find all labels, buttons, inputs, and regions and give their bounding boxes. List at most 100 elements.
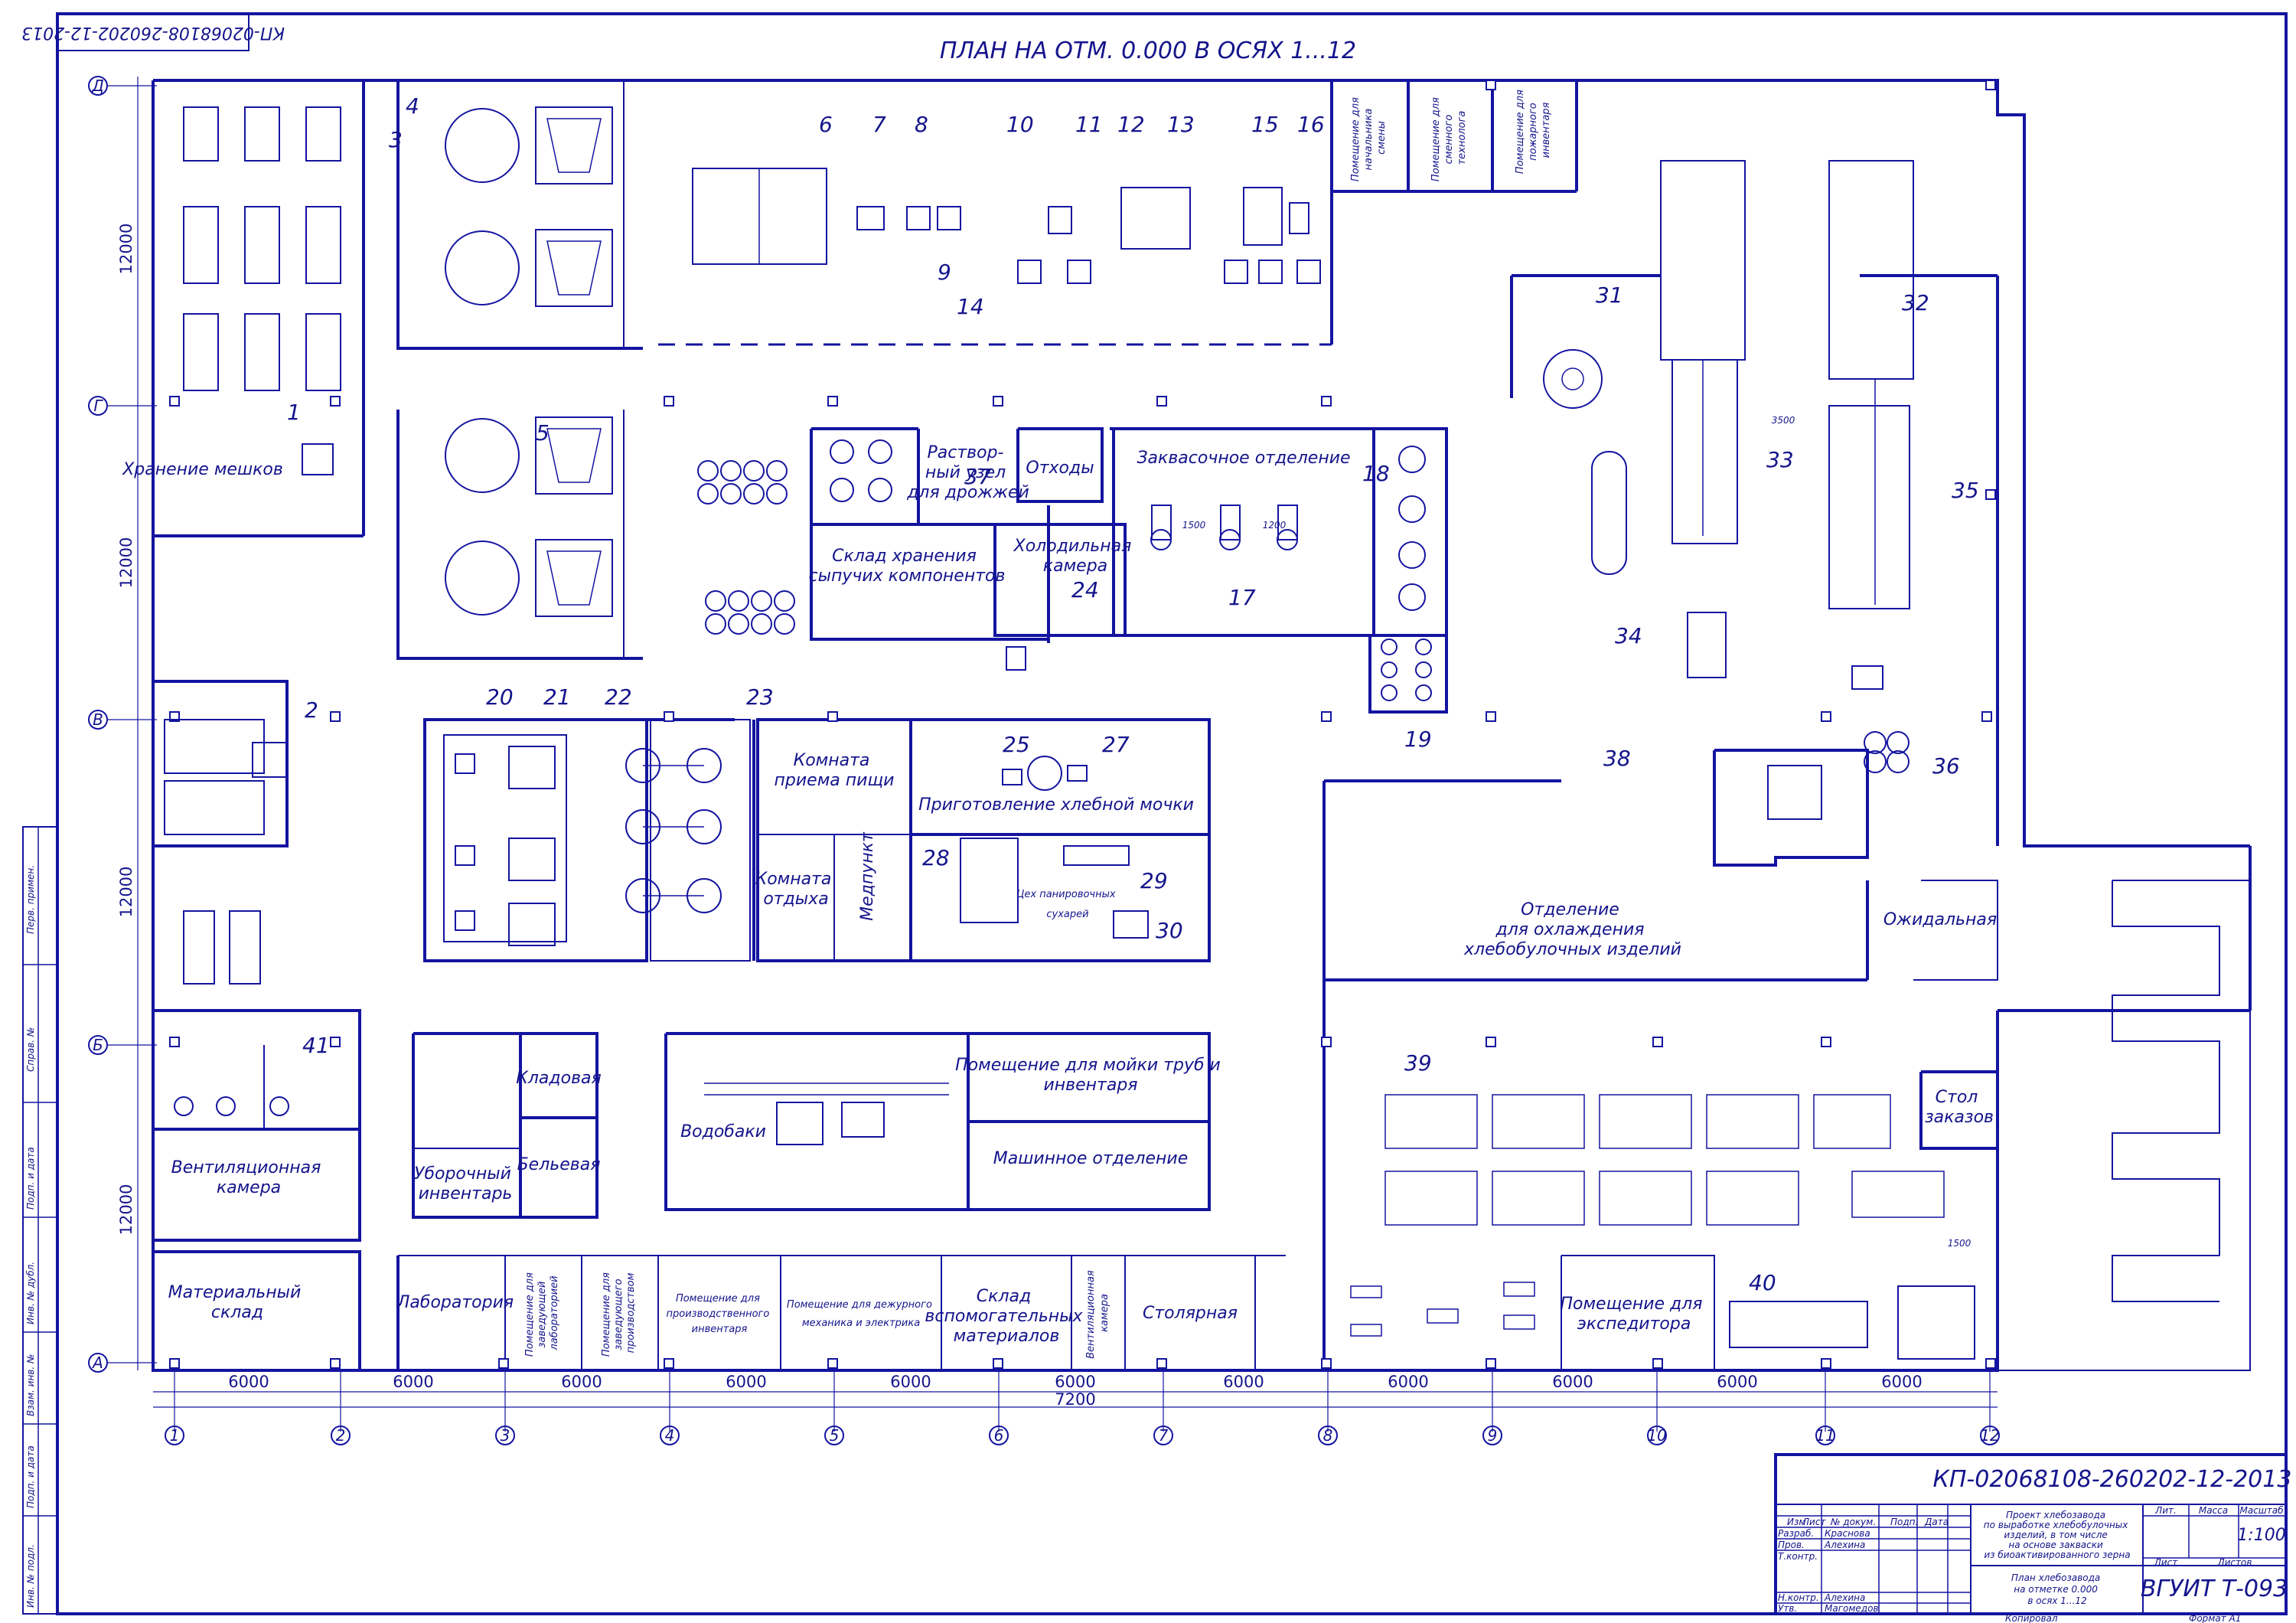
room-line: инвентаря — [1043, 1076, 1137, 1095]
sheet-line: в осях 1...12 — [2027, 1595, 2086, 1606]
dim-bay: 6000 — [1552, 1373, 1593, 1391]
equip-label: 37 — [964, 464, 992, 489]
equip-label: 23 — [746, 684, 774, 710]
axis-label: Д — [91, 77, 104, 95]
starter-fermenters — [1150, 505, 1298, 550]
sheet-line: на отметке 0.000 — [2014, 1584, 2098, 1595]
equip-label: 7 — [872, 112, 886, 137]
axis-label: 2 — [336, 1426, 346, 1445]
equip-label: 40 — [1749, 1270, 1776, 1295]
equip-label: 35 — [1952, 478, 1979, 503]
room-shift-technologist: Помещение для сменного технолога — [1430, 94, 1468, 181]
equip-label: 31 — [1596, 282, 1623, 308]
room-shift-master: Помещение для начальника смены — [1350, 94, 1388, 181]
strip-label-5: Взам. инв. № — [25, 1354, 36, 1416]
axis-label: 5 — [830, 1426, 840, 1445]
room-line: смены — [1376, 121, 1388, 155]
name-1: Краснова — [1825, 1528, 1870, 1539]
room-cold-room: Холодильная камера — [1013, 537, 1137, 576]
equipment-callouts: 1 2 3 4 5 6 7 8 9 10 11 12 13 14 15 16 1… — [287, 93, 1979, 1295]
hdr-list: Лист — [1802, 1517, 1826, 1527]
equip-label: 24 — [1071, 577, 1099, 603]
room-line: Отделение — [1521, 900, 1619, 919]
axis-label: 9 — [1488, 1426, 1498, 1445]
axis-label: В — [93, 710, 103, 729]
room-line: камера — [1043, 557, 1107, 576]
role-5: Утв. — [1778, 1603, 1797, 1614]
strip-label-7: Инв. № подл. — [25, 1544, 36, 1608]
room-rest: Комната отдыха — [755, 870, 837, 909]
role-2: Пров. — [1778, 1540, 1805, 1550]
dim-bay: 6000 — [890, 1373, 931, 1391]
axis-label: 6 — [994, 1426, 1004, 1445]
structural-columns — [169, 80, 1996, 1369]
equip-label: 8 — [915, 112, 928, 137]
top-code-rotated: КП-02068108-260202-12-2013 — [21, 23, 285, 42]
room-line: Вентиляционная — [1085, 1270, 1097, 1359]
room-starter-dept: Заквасочное отделение — [1137, 449, 1350, 468]
dough-mixers — [455, 746, 722, 946]
title-block-sheet-text: План хлебозавода на отметке 0.000 в осях… — [2011, 1572, 2103, 1606]
equip-label: 4 — [406, 93, 419, 119]
room-breading-shop: Цех панировочных сухарей — [1016, 889, 1118, 920]
axis-label: 1 — [170, 1426, 180, 1445]
name-5: Магомедов — [1825, 1603, 1879, 1614]
room-line: Стол — [1936, 1088, 1978, 1107]
equip-label: 28 — [922, 845, 950, 870]
room-fire-inventory: Помещение для пожарного инвентаря — [1515, 87, 1552, 174]
room-line: инвентаря — [692, 1324, 748, 1335]
room-line: Комната — [755, 870, 832, 889]
room-dissolving-node: Раствор- ный узел для дрожжей — [906, 443, 1029, 502]
dim-gap: 1500 — [1182, 520, 1206, 531]
equip-label: 36 — [1932, 753, 1960, 779]
room-line: Комната — [794, 751, 870, 770]
dosing-tanks — [697, 439, 1910, 773]
title-block: КП-02068108-260202-12-2013 Проект хлебоз… — [1774, 1453, 2291, 1623]
left-strip: Перв. примен. Справ. № Подп. и дата Инв.… — [25, 865, 36, 1608]
room-labels: Хранение мешков Раствор- ный узел для др… — [122, 87, 1997, 1359]
title-block-project: Проект хлебозавода по выработке хлебобул… — [1984, 1510, 2131, 1560]
room-waiting: Ожидальная — [1883, 910, 1997, 929]
equip-label: 21 — [543, 684, 571, 710]
project-line: из биоактивированного зерна — [1984, 1550, 2130, 1560]
room-line: Раствор- — [928, 443, 1004, 462]
building-walls — [152, 79, 2252, 1372]
axis-label: 7 — [1159, 1426, 1169, 1445]
dim-bay: 6000 — [1055, 1373, 1095, 1391]
room-line: Склад — [977, 1287, 1031, 1306]
room-line: сменного — [1443, 115, 1455, 165]
room-pantry: Кладовая — [516, 1069, 602, 1088]
axis-label: 10 — [1647, 1426, 1666, 1445]
title-block-format: Формат А1 — [2189, 1613, 2241, 1623]
room-aux-materials: Склад вспомогательных материалов — [925, 1287, 1088, 1346]
dim-left: 12000 — [117, 867, 135, 918]
strip-label-3: Подп. и дата — [25, 1147, 36, 1210]
room-line: Помещение для — [1430, 97, 1442, 181]
room-line: начальника — [1363, 109, 1375, 171]
room-line: Помещение для — [676, 1293, 760, 1305]
dim-left: 12000 — [117, 537, 135, 589]
title-block-scale: 1:100 — [2237, 1526, 2285, 1545]
dim-gap: 1200 — [1263, 520, 1287, 531]
equip-label: 19 — [1404, 727, 1432, 752]
equip-label: 6 — [819, 112, 833, 137]
role-3: Т.контр. — [1778, 1551, 1818, 1562]
dim-bay: 6000 — [1388, 1373, 1428, 1391]
room-line: Помещение для — [524, 1272, 536, 1357]
equip-label: 10 — [1006, 112, 1034, 137]
equip-label: 25 — [1003, 732, 1030, 757]
hdr-masht: Масштаб — [2239, 1505, 2284, 1516]
grid-axes: 1 2 3 4 5 6 7 8 9 10 11 12 Д Г В Б А — [88, 76, 2000, 1445]
dim-bay: 6000 — [228, 1373, 269, 1391]
equip-label: 15 — [1251, 112, 1279, 137]
room-water-tanks: Водобаки — [680, 1122, 766, 1141]
misc-equipment — [174, 443, 1975, 1360]
strip-label-4: Инв. № дубл. — [25, 1262, 36, 1324]
room-line: механика и электрика — [802, 1318, 920, 1329]
room-pipe-washing: Помещение для мойки труб и инвентаря — [955, 1056, 1226, 1095]
role-1: Разраб. — [1778, 1528, 1814, 1539]
room-line: Холодильная — [1013, 537, 1132, 556]
room-bulk-storage: Склад хранения сыпучих компонентов — [809, 547, 1006, 586]
room-line: сухарей — [1046, 909, 1088, 920]
room-waste: Отходы — [1026, 459, 1094, 478]
